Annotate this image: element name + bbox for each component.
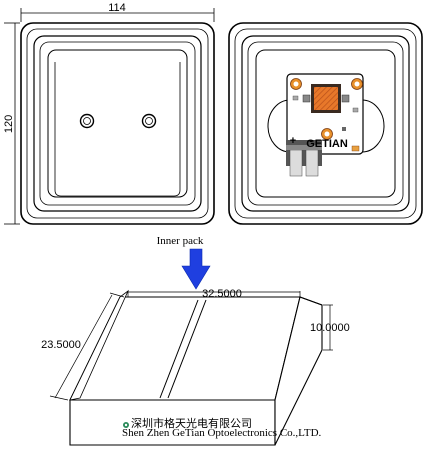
right-hole <box>141 113 157 129</box>
dimension-depth <box>49 292 125 401</box>
dimension-width-label: 114 <box>108 2 126 14</box>
led-board <box>286 73 364 177</box>
minus-terminal-label: - <box>309 135 313 147</box>
led-chip <box>314 87 338 110</box>
plus-terminal-label: + <box>290 135 296 147</box>
company-logo-icon <box>123 422 129 428</box>
dimension-length <box>127 291 301 297</box>
left-hole <box>79 113 95 129</box>
dimension-box-height-label: 10.0000 <box>310 322 350 334</box>
down-arrow-icon <box>181 248 211 290</box>
dimension-height-label: 120 <box>3 115 15 133</box>
company-name-en: Shen Zhen GeTian Optoelectronics Co.,LTD… <box>122 427 322 439</box>
dimension-width <box>20 8 215 22</box>
dimension-height <box>4 22 20 225</box>
dimension-length-label: 32.5000 <box>202 288 242 300</box>
inner-pack-label: Inner pack <box>157 235 204 247</box>
inner-box <box>69 289 323 446</box>
right-tray <box>228 22 423 225</box>
led-brand-label: GETIAN <box>306 138 348 150</box>
dimension-box-height <box>323 304 333 351</box>
left-tray <box>20 22 215 225</box>
company-name-cn: 深圳市格天光电有限公司 <box>131 416 252 430</box>
dimension-depth-label: 23.5000 <box>41 339 81 351</box>
